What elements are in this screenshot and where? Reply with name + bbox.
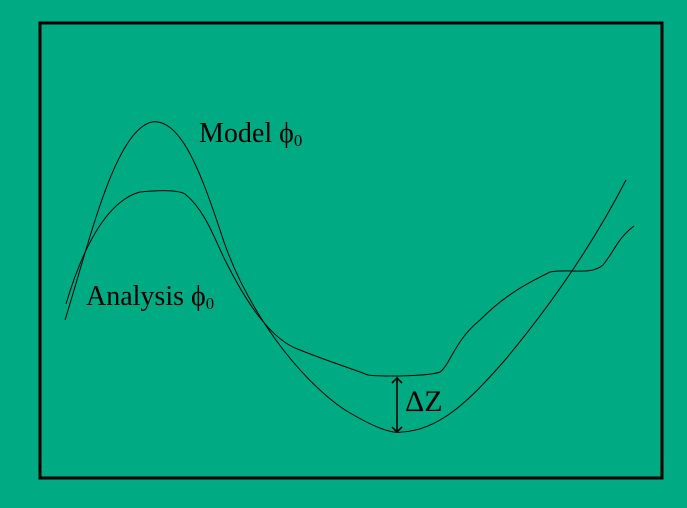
model-label-text: Model [199, 118, 273, 149]
model-phi-subscript: 0 [293, 131, 303, 151]
model-phi-symbol: ϕ [279, 118, 294, 149]
delta-z-label: ΔZ [405, 385, 443, 418]
analysis-label-text: Analysis [86, 281, 184, 312]
model-curve-label: Model ϕ0 [199, 120, 302, 150]
analysis-phi-symbol: ϕ [191, 281, 206, 312]
analysis-curve [65, 190, 635, 377]
analysis-phi-subscript: 0 [205, 294, 215, 314]
model-curve [64, 121, 627, 433]
analysis-curve-label: Analysis ϕ0 [86, 283, 214, 313]
frame-border [38, 21, 664, 480]
